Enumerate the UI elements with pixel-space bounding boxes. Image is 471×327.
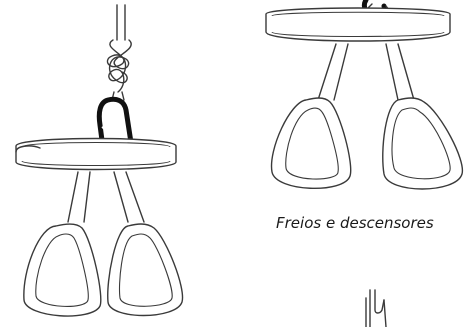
harness-hanging-from-rope [15,4,184,317]
waist-belt [15,137,177,171]
descender-device [365,289,387,327]
leg-loop-right [107,223,184,317]
harness-with-carabiner [265,0,464,190]
leg-loop-left [23,223,102,317]
rope [106,4,132,101]
section-caption: Freios e descensores [276,214,434,232]
